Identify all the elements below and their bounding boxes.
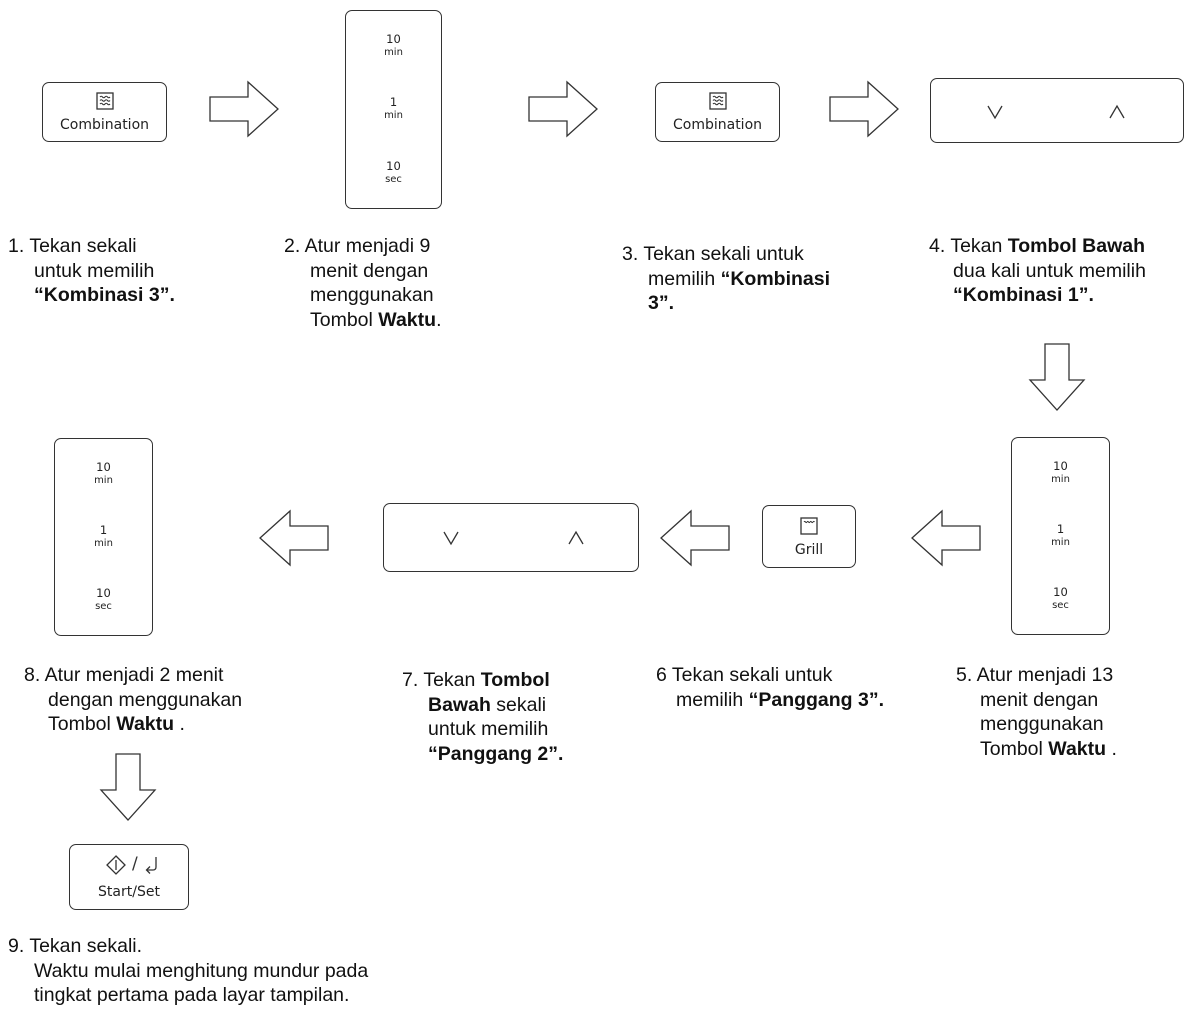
up-chevron-button[interactable] [567,529,585,547]
up-down-panel-2 [383,503,639,572]
step-5-text: 5. Atur menjadi 13 menit dengan mengguna… [956,664,1117,760]
combination-label: Combination [59,117,150,133]
arrow-left-icon [660,509,730,567]
arrow-left-icon [911,509,981,567]
start-set-separator: / [132,854,138,874]
step-2-text: 2. Atur menjadi 9 menit dengan menggunak… [284,235,442,331]
arrow-left-icon [259,509,329,567]
arrow-down-icon [99,753,157,821]
combination-icon [95,92,114,110]
grill-button[interactable]: Grill [762,505,856,568]
step-9-text: 9. Tekan sekali. Waktu mulai menghitung … [8,935,369,1006]
start-set-label: Start/Set [98,884,160,900]
grill-label: Grill [794,542,824,558]
down-chevron-button[interactable] [442,529,460,547]
arrow-down-icon [1028,343,1086,411]
step-1-text: 1. Tekan sekali untuk memilih “Kombinasi… [8,235,175,306]
grill-icon [800,517,818,535]
step-7-text: 7. Tekan Tombol Bawah sekali untuk memil… [402,669,564,765]
start-set-button[interactable]: / Start/Set [69,844,189,910]
combination-icon [708,92,727,110]
down-chevron-button[interactable] [986,103,1004,121]
combination-label: Combination [672,117,763,133]
step-4-text: 4. Tekan Tombol Bawah dua kali untuk mem… [929,235,1146,306]
up-chevron-button[interactable] [1108,103,1126,121]
combination-button-2[interactable]: Combination [655,82,780,142]
arrow-right-icon [829,80,899,138]
up-down-panel-1 [930,78,1184,143]
step-6-text: 6 Tekan sekali untuk memilih “Panggang 3… [656,664,885,711]
step-8-text: 8. Atur menjadi 2 menit dengan menggunak… [24,664,243,735]
combination-button-1[interactable]: Combination [42,82,167,142]
enter-icon [145,857,157,874]
step-3-text: 3. Tekan sekali untuk memilih “Kombinasi… [622,243,831,314]
start-icon [106,855,126,875]
arrow-right-icon [209,80,279,138]
arrow-right-icon [528,80,598,138]
